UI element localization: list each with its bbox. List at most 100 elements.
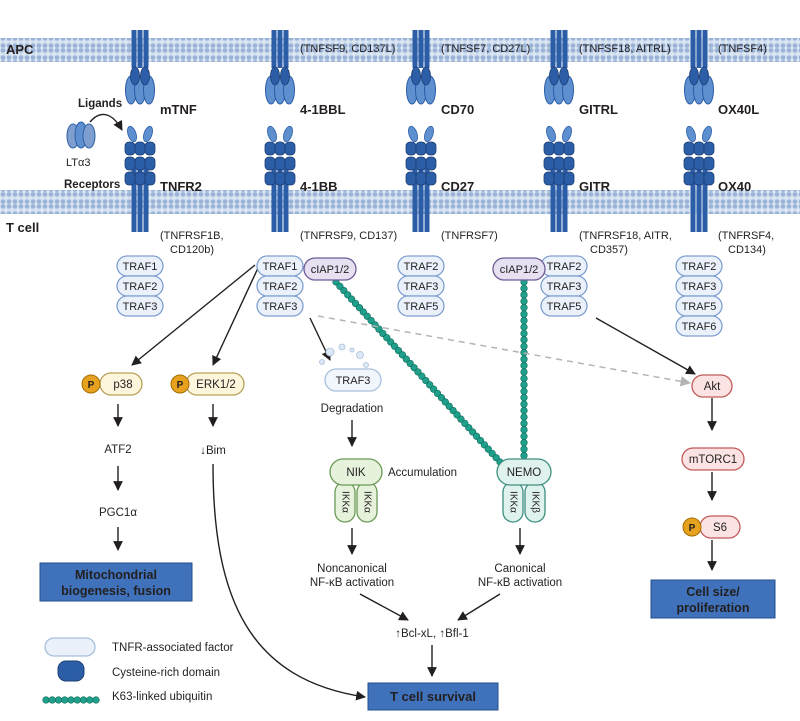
svg-text:Akt: Akt xyxy=(704,381,721,393)
degradation-label: Degradation xyxy=(321,403,384,415)
ubiquitin-chains xyxy=(332,278,528,466)
traf-label: TRAF2 xyxy=(404,261,439,273)
traf-pill xyxy=(116,295,164,317)
arrow-41bb-to-erk xyxy=(212,267,259,366)
akt-node: Akt xyxy=(691,374,733,398)
svg-text:Mitochondrial: Mitochondrial xyxy=(75,568,157,582)
svg-text:mTORC1: mTORC1 xyxy=(689,454,737,466)
traf-label: TRAF3 xyxy=(263,301,298,313)
legend-crd-text: Cysteine-rich domain xyxy=(112,667,220,679)
erk-phospho-icon: P xyxy=(170,374,190,394)
svg-text:TRAF3: TRAF3 xyxy=(336,375,371,387)
receptor-name-ox40: OX40 xyxy=(718,179,751,194)
traf-stacks: TRAF1TRAF2TRAF3TRAF1TRAF2TRAF3TRAF2TRAF3… xyxy=(116,255,723,337)
ligands-label: Ligands xyxy=(78,98,122,110)
receptor-name-tnfr2: TNFR2 xyxy=(160,179,202,194)
legend: TNFR-associated factor Cysteine-rich dom… xyxy=(42,637,234,704)
traf-pill xyxy=(675,315,723,337)
ligand-trimer-icon-tnfr2 xyxy=(125,30,155,105)
legend-traf-swatch xyxy=(44,637,96,657)
canonical-line1: Canonical xyxy=(494,563,545,575)
mitochondrial-outcome-box: Mitochondrial biogenesis, fusion xyxy=(39,562,193,602)
receptor-alias-ox40-line2: CD134) xyxy=(728,244,766,256)
nemo-complex: IKKα IKKβ NEMO xyxy=(496,458,552,523)
ligand-trimer-icon-ox40 xyxy=(684,30,714,105)
pgc1a-label: PGC1α xyxy=(99,507,137,519)
nik-complex: IKKα IKKα NIK xyxy=(329,458,383,523)
traf3-degradation-fragments-icon xyxy=(319,343,369,368)
ligand-trimer-icon-cd27 xyxy=(406,30,436,105)
svg-text:IKKα: IKKα xyxy=(361,491,372,513)
legend-traf-text: TNFR-associated factor xyxy=(112,642,234,654)
arrow-canonical-to-bcl xyxy=(457,593,501,621)
noncanonical-line1: Noncanonical xyxy=(317,563,387,575)
svg-text:P: P xyxy=(177,380,184,391)
receptor-trimer-icon-gitr xyxy=(543,125,575,232)
arrow-41bb-to-p38 xyxy=(131,264,256,366)
receptor-trimer-icon-b41bb xyxy=(264,125,296,232)
svg-text:IKKα: IKKα xyxy=(507,491,518,513)
accumulation-label: Accumulation xyxy=(388,467,457,479)
legend-crd-swatch xyxy=(57,660,85,682)
ligand-trimer-icon-b41bb xyxy=(265,30,295,105)
ligand-name-41bbl: 4-1BBL xyxy=(300,102,346,117)
ubiquitin-chain-gitr xyxy=(520,278,528,466)
receptor-alias-gitr-line2: CD357) xyxy=(590,244,628,256)
receptor-alias-ox40-line1: (TNFRSF4, xyxy=(718,230,774,242)
receptor-trimer-icon-cd27 xyxy=(405,125,437,232)
traf-label: TRAF5 xyxy=(682,301,717,313)
receptor-trimer-icon-ox40 xyxy=(683,125,715,232)
p38-node: p38 xyxy=(99,372,143,396)
bim-label: ↓Bim xyxy=(200,445,226,457)
receptor-alias-41bb: (TNFRSF9, CD137) xyxy=(300,230,397,242)
receptor-alias-gitr-line1: (TNFRSF18, AITR, xyxy=(579,230,672,242)
svg-text:NEMO: NEMO xyxy=(507,467,542,479)
ligand-name-ox40l: OX40L xyxy=(718,102,759,117)
lta3-label: LTα3 xyxy=(66,157,91,169)
receptor-glyphs xyxy=(124,125,715,232)
traf-label: TRAF2 xyxy=(547,261,582,273)
arrow-gitr-to-akt xyxy=(595,317,696,375)
atf2-label: ATF2 xyxy=(104,444,131,456)
ubiquitin-chain-legend xyxy=(42,696,100,704)
noncanonical-line2: NF-κB activation xyxy=(310,577,394,589)
legend-ubiquitin-swatch xyxy=(42,696,100,704)
traf-label: TRAF2 xyxy=(263,281,298,293)
ligand-name-mtnf: mTNF xyxy=(160,102,197,117)
p38-phospho-icon: P xyxy=(81,374,101,394)
svg-text:proliferation: proliferation xyxy=(677,601,750,615)
receptor-alias-tnfr2-line1: (TNFRSF1B, xyxy=(160,230,224,242)
traf-pill xyxy=(540,295,588,317)
traf-label: TRAF6 xyxy=(682,321,717,333)
svg-text:biogenesis, fusion: biogenesis, fusion xyxy=(61,584,171,598)
s6-node: S6 xyxy=(699,515,741,539)
svg-text:ERK1/2: ERK1/2 xyxy=(196,379,236,391)
traf-label: TRAF2 xyxy=(123,281,158,293)
traf-pill xyxy=(256,295,304,317)
t-cell-survival-box: T cell survival xyxy=(367,682,499,711)
receptor-name-cd27: CD27 xyxy=(441,179,474,194)
apc-label: APC xyxy=(6,42,34,57)
traf-label: TRAF5 xyxy=(547,301,582,313)
ligand-glyphs xyxy=(125,30,714,105)
arrow-bim-to-survival xyxy=(212,463,366,701)
ligand-trimer-icon-gitr xyxy=(544,30,574,105)
traf-label: TRAF3 xyxy=(682,281,717,293)
traf-label: TRAF2 xyxy=(682,261,717,273)
traf-label: TRAF1 xyxy=(263,261,298,273)
traf-label: TRAF3 xyxy=(404,281,439,293)
ciap-41bb: cIAP1/2 xyxy=(303,257,357,281)
svg-text:NIK: NIK xyxy=(346,467,366,479)
ciap-gitr: cIAP1/2 xyxy=(492,257,546,281)
svg-text:IKKα: IKKα xyxy=(339,491,350,513)
cell-size-outcome-box: Cell size/ proliferation xyxy=(650,579,776,619)
ubiquitin-chain-41bb xyxy=(332,278,504,466)
canonical-line2: NF-κB activation xyxy=(478,577,562,589)
arrow-noncanonical-to-bcl xyxy=(359,593,409,621)
